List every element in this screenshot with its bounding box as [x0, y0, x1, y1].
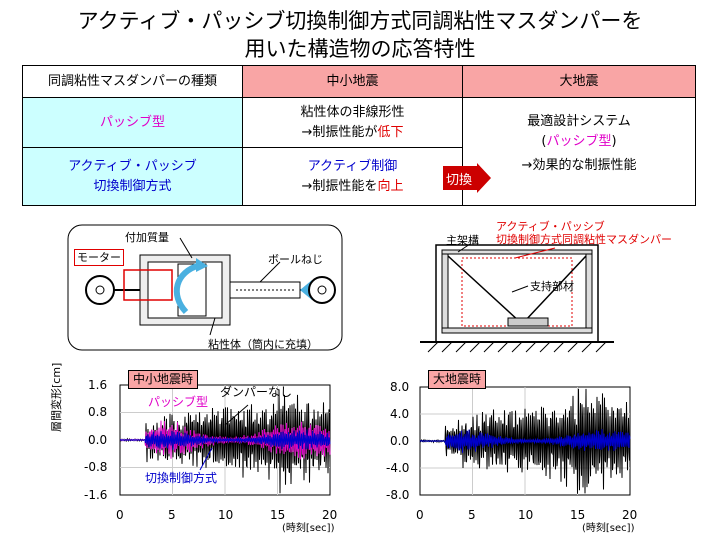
- switch-type-line1: アクティブ・パッシブ: [68, 158, 197, 174]
- large-ytick: 0.0: [390, 434, 410, 448]
- small-xlabel: (時刻[sec]): [282, 523, 335, 534]
- header-damper-type: 同調粘性マスダンパーの種類: [22, 65, 243, 98]
- small-ytick: 0.0: [88, 433, 108, 447]
- y-axis-label: 層間変形[cm]: [50, 362, 63, 432]
- passive-small-line2: →制振性能が低下: [301, 124, 404, 140]
- large-xtick: 20: [622, 508, 638, 522]
- damper-label-line2: 切換制御方式同調粘性マスダンパー: [496, 233, 672, 246]
- damper-label-line1: アクティブ・パッシブ: [496, 220, 605, 233]
- mass-label: 付加質量: [125, 231, 169, 244]
- header-small-earthquake: 中小地震: [242, 65, 463, 98]
- row-switch-type: アクティブ・パッシブ 切換制御方式: [22, 147, 243, 206]
- trace-switch: [119, 429, 331, 450]
- small-ytick: 1.6: [88, 378, 108, 392]
- small-ytick: -0.8: [84, 460, 108, 474]
- header-large-earthquake: 大地震: [462, 65, 696, 98]
- chart-large-title: 大地震時: [428, 370, 487, 389]
- large-ytick: -8.0: [386, 488, 410, 502]
- large-ytick: 4.0: [390, 407, 410, 421]
- large-xtick: 0: [416, 508, 424, 522]
- large-xlabel: (時刻[sec]): [582, 523, 635, 534]
- small-ytick: 0.8: [88, 405, 108, 419]
- frame-structure-drawing: [420, 243, 614, 353]
- small-xtick: 0: [116, 508, 124, 522]
- small-xtick: 15: [270, 508, 286, 522]
- switch-label: 切換: [446, 173, 473, 188]
- large-xtick: 15: [570, 508, 586, 522]
- legend-passive: パッシブ型: [148, 395, 209, 409]
- title-line-2: 用いた構造物の応答特性: [244, 37, 476, 61]
- passive-small-line1: 粘性体の非線形性: [300, 104, 405, 120]
- small-ytick: -1.6: [84, 488, 108, 502]
- viscous-label: 粘性体（筒内に充填）: [208, 338, 318, 351]
- leader-no-damper: [224, 404, 249, 426]
- trace-large-passive: [419, 429, 631, 453]
- ballscrew-label: ボールねじ: [268, 253, 323, 266]
- comparison-table: 同調粘性マスダンパーの種類 中小地震 大地震 パッシブ型 粘性体の非線形性 →制…: [22, 65, 696, 206]
- large-earthquake-cell: 最適設計システム (パッシブ型) →効果的な制振性能: [462, 97, 696, 206]
- small-xtick: 5: [168, 508, 176, 522]
- large-ytick: -4.0: [386, 461, 410, 475]
- legend-no-damper: ダンパーなし: [220, 385, 293, 399]
- row-passive-small: 粘性体の非線形性 →制振性能が低下: [242, 97, 463, 148]
- main-frame-label: 主架構: [446, 234, 479, 247]
- leader-switch: [199, 447, 213, 471]
- large-line2: (パッシブ型): [541, 134, 617, 149]
- damper-device-drawing: [67, 224, 343, 351]
- large-line3: →効果的な制振性能: [521, 158, 637, 173]
- large-xtick: 5: [468, 508, 476, 522]
- row-passive-type: パッシブ型: [22, 97, 243, 148]
- large-xtick: 10: [518, 508, 534, 522]
- switch-type-line2: 切換制御方式: [93, 178, 172, 194]
- motor-label: モーター: [74, 249, 124, 266]
- large-line1: 最適設計システム: [527, 114, 631, 129]
- switch-arrow: 切換: [443, 163, 491, 193]
- passive-small-decrease: 低下: [377, 124, 404, 140]
- switch-small-line2: →制振性能を向上: [301, 178, 404, 194]
- switch-small-line1: アクティブ制御: [307, 158, 398, 174]
- small-xtick: 10: [218, 508, 234, 522]
- chart-small-title: 中小地震時: [128, 370, 199, 389]
- legend-switch: 切換制御方式: [145, 471, 218, 485]
- title-line-1: アクティブ・パッシブ切換制御方式同調粘性マスダンパーを: [77, 9, 643, 33]
- switch-small-improve: 向上: [377, 178, 404, 194]
- large-ytick: 8.0: [390, 380, 410, 394]
- small-xtick: 20: [322, 508, 338, 522]
- row-switch-small: アクティブ制御 →制振性能を向上: [242, 147, 463, 206]
- support-label: 支持部材: [530, 280, 574, 293]
